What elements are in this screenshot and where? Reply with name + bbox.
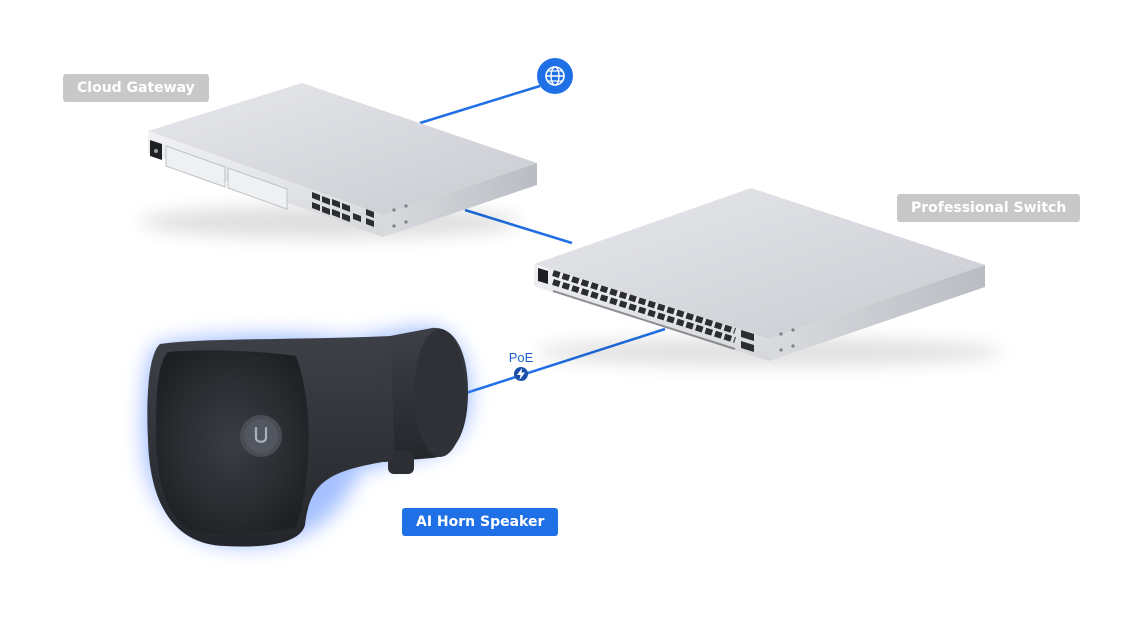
poe-label: PoE xyxy=(509,350,534,365)
professional-switch-device xyxy=(534,188,1005,366)
switch-speaker-poe-link xyxy=(465,327,666,395)
ai-horn-speaker-device xyxy=(142,326,471,547)
internet-link xyxy=(419,84,541,125)
lightning-bolt-icon xyxy=(514,367,528,381)
globe-icon xyxy=(537,58,573,94)
ai-horn-speaker-label: AI Horn Speaker xyxy=(402,508,559,536)
cloud-gateway-device xyxy=(140,83,537,238)
professional-switch-label: Professional Switch xyxy=(897,194,1081,222)
cloud-gateway-label: Cloud Gateway xyxy=(63,74,209,102)
